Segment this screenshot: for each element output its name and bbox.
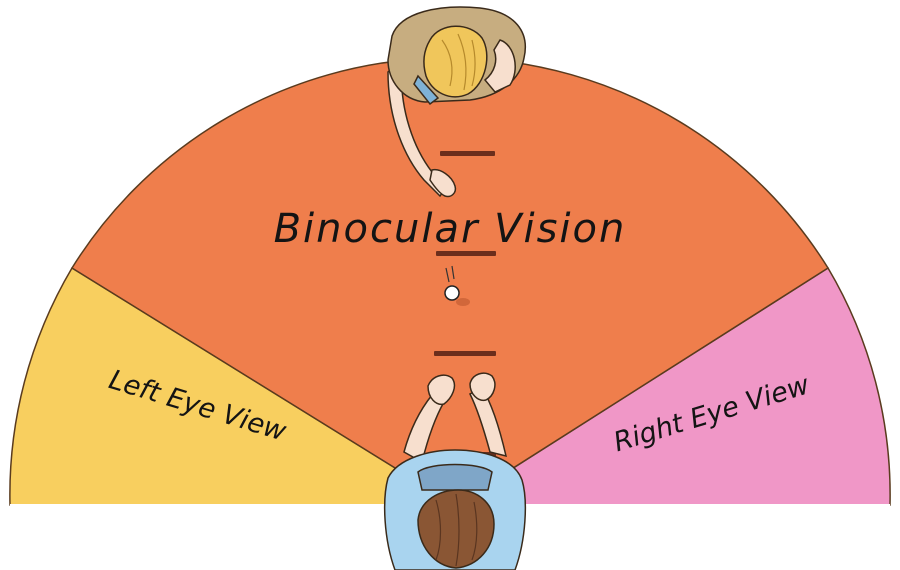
left-eye-wedge	[9, 266, 458, 506]
rung	[436, 251, 496, 256]
thrower-figure	[387, 6, 526, 198]
rung	[434, 351, 496, 356]
catcher-figure	[383, 372, 527, 570]
right-eye-wedge	[452, 266, 891, 506]
binocular-vision-label: Binocular Vision	[274, 206, 627, 252]
rung	[440, 151, 495, 156]
ball-icon	[444, 265, 470, 306]
vision-fan	[9, 57, 891, 506]
